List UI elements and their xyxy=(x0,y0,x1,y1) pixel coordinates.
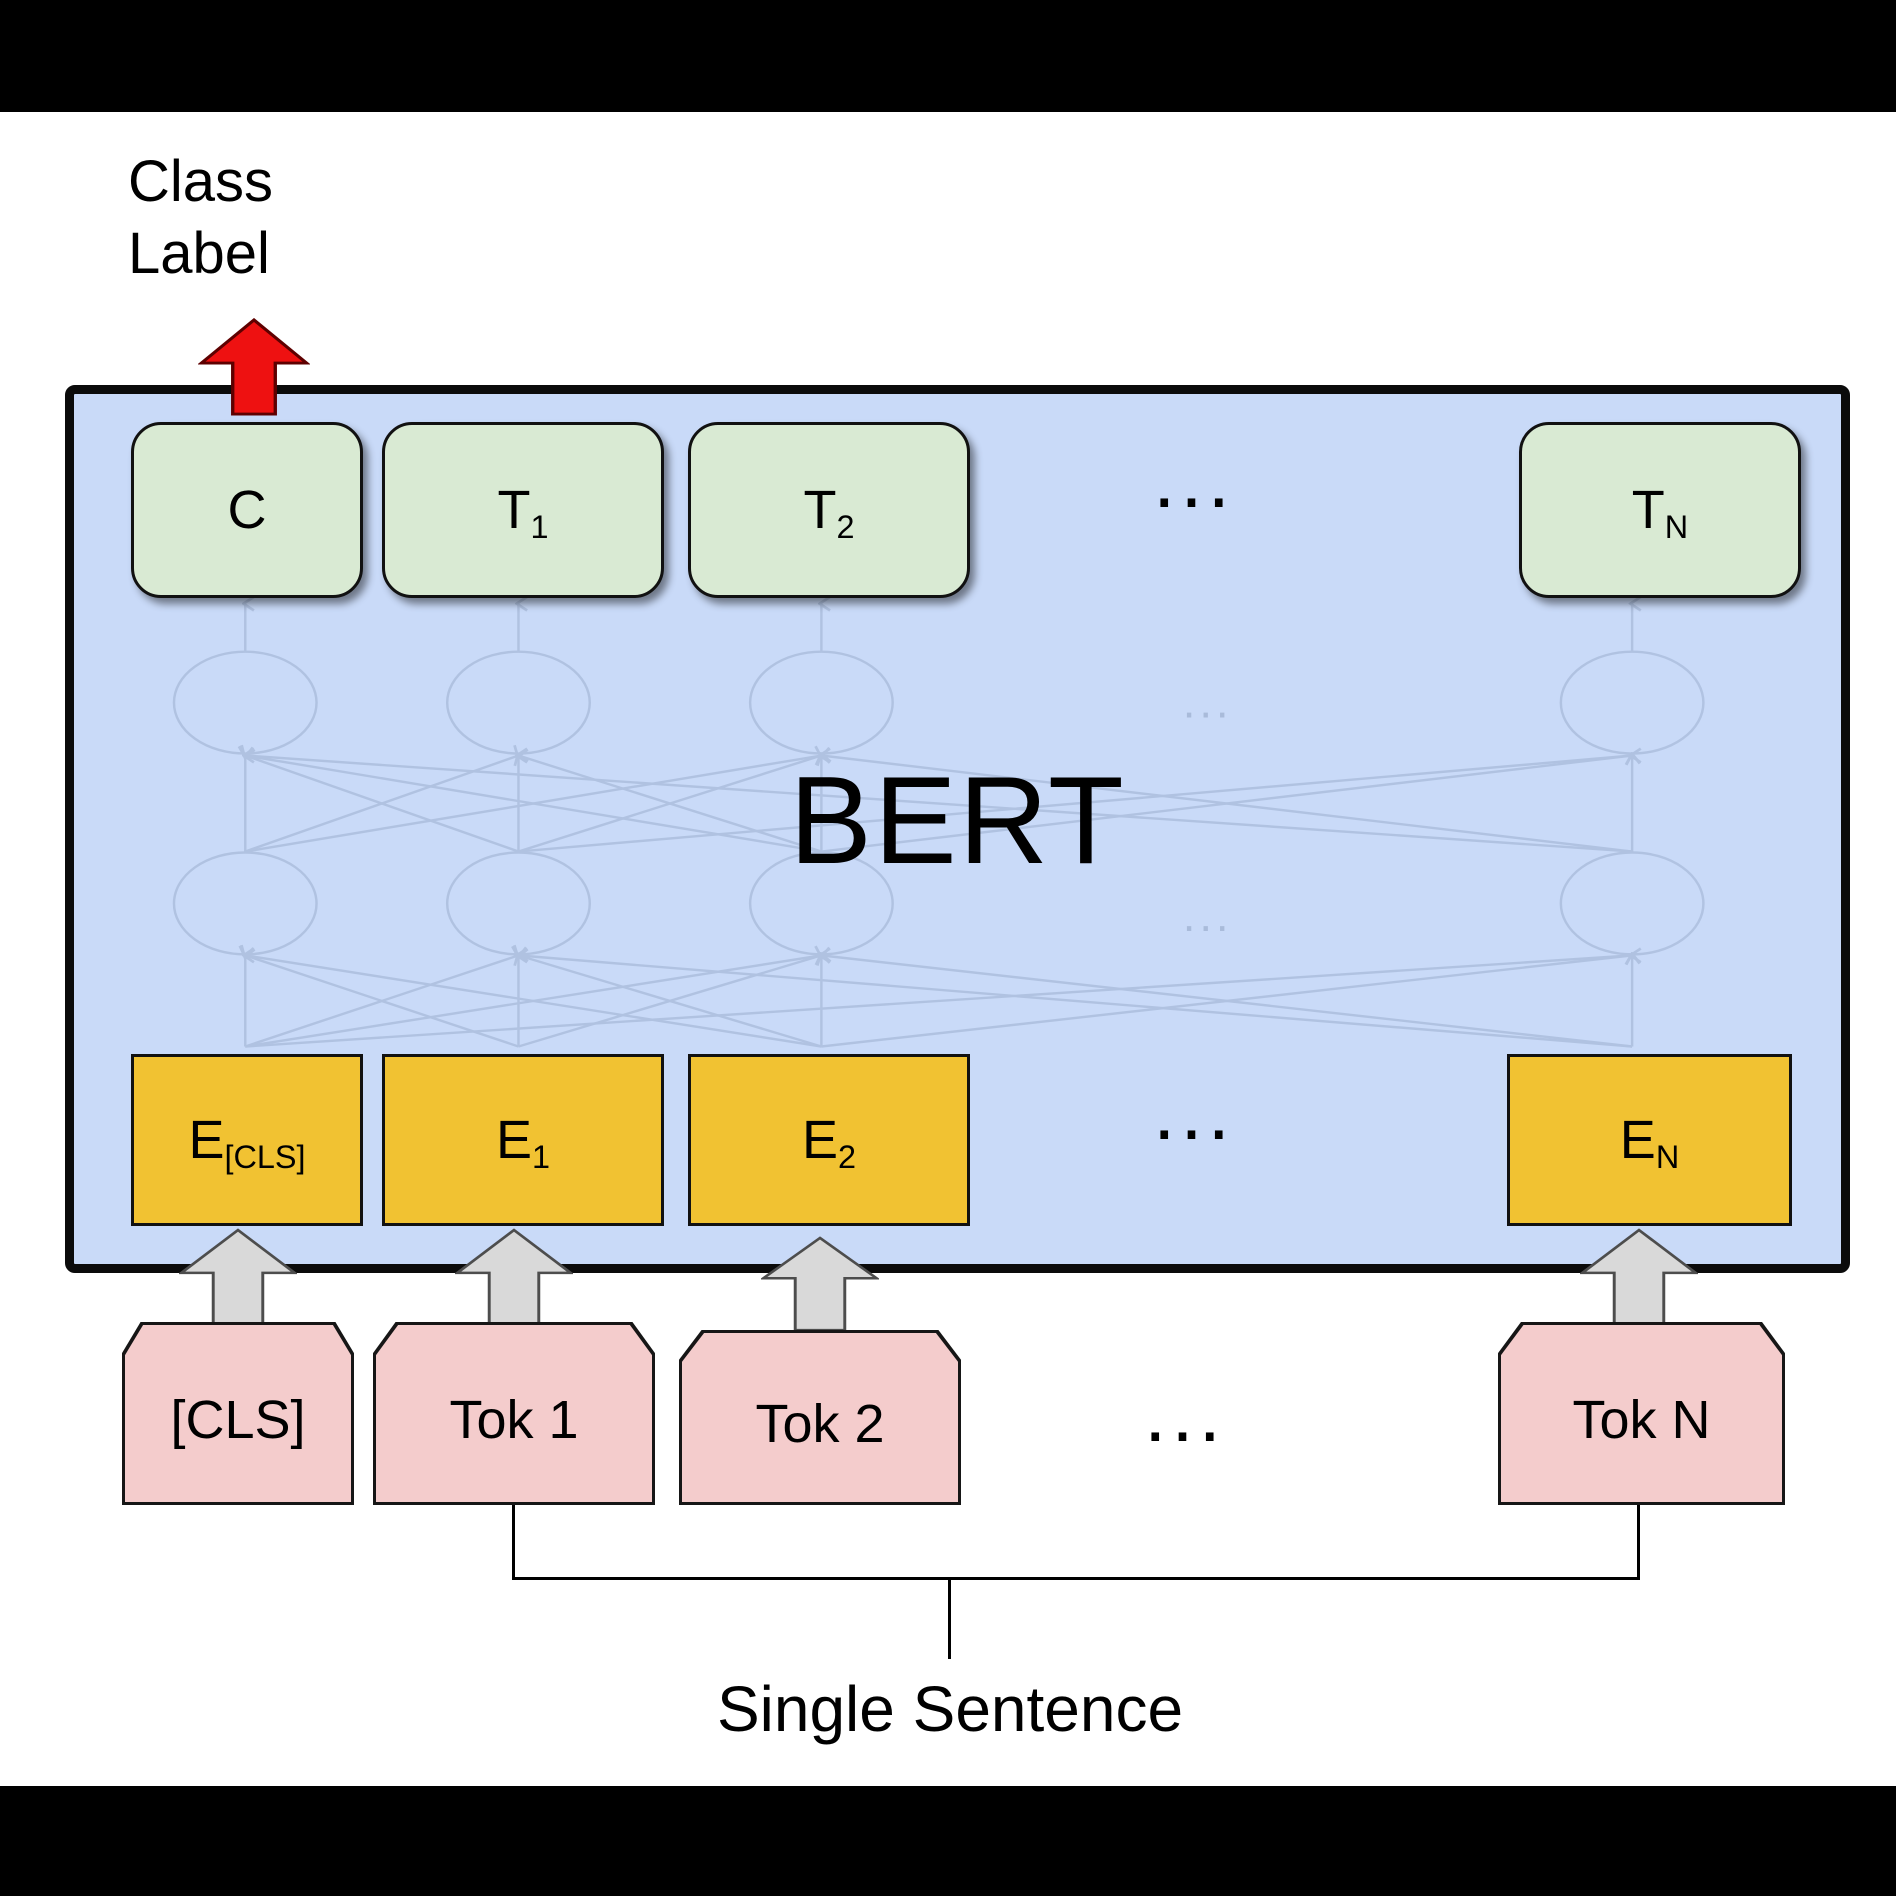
bracket-line-left xyxy=(512,1504,515,1580)
token-fill xyxy=(376,1325,652,1502)
output-box-c: C xyxy=(131,422,363,598)
token-box-tok2: Tok 2 xyxy=(679,1330,961,1505)
bracket-line-drop xyxy=(948,1577,951,1659)
output-main: T xyxy=(803,480,837,540)
output-row-ellipsis: ... xyxy=(1153,435,1235,524)
embedding-main: E xyxy=(495,1110,532,1170)
token-fill xyxy=(125,1325,351,1502)
embedding-label-en: EN xyxy=(1619,1109,1679,1175)
output-sub: 1 xyxy=(530,508,549,545)
bert-network-graphic: ... ... xyxy=(172,394,1705,1048)
embedding-sub: N xyxy=(1655,1138,1680,1175)
bert-model-box: ... ... BERT C T1 T2 ... TN E[CLS] E1 E2… xyxy=(65,385,1850,1273)
class-output-arrow-icon xyxy=(198,318,310,416)
embedding-label-cls: E[CLS] xyxy=(188,1109,305,1175)
sentence-caption: Single Sentence xyxy=(716,1673,1184,1745)
embedding-main: E xyxy=(1619,1110,1656,1170)
up-arrow-icon xyxy=(179,1228,297,1330)
input-arrow-tok2 xyxy=(761,1236,879,1332)
output-sub: 2 xyxy=(836,508,855,545)
output-box-tn: TN xyxy=(1519,422,1801,598)
class-label-text: Class Label xyxy=(128,146,273,290)
bracket-line-horizontal xyxy=(512,1577,1640,1580)
embedding-sub: 1 xyxy=(532,1138,551,1175)
output-label-c: C xyxy=(228,479,267,541)
embedding-sub: [CLS] xyxy=(224,1138,306,1175)
letterbox-bottom xyxy=(0,1786,1896,1896)
token-label: [CLS] xyxy=(170,1389,306,1450)
embedding-box-cls: E[CLS] xyxy=(131,1054,363,1226)
class-label-line1: Class xyxy=(128,149,274,214)
output-box-t1: T1 xyxy=(382,422,664,598)
output-label-t1: T1 xyxy=(497,479,548,545)
token-box-tok1: Tok 1 xyxy=(373,1322,655,1505)
output-box-t2: T2 xyxy=(688,422,970,598)
up-arrow-icon xyxy=(198,318,310,416)
bert-model-name: BERT xyxy=(789,752,1126,890)
output-main: T xyxy=(1631,480,1665,540)
output-label-t2: T2 xyxy=(803,479,854,545)
input-arrow-tok1 xyxy=(455,1228,573,1330)
network-ellipsis-top: ... xyxy=(1183,677,1233,728)
token-label: Tok 2 xyxy=(755,1393,885,1454)
token-fill xyxy=(1501,1325,1782,1502)
embedding-main: E xyxy=(801,1110,838,1170)
input-arrow-cls xyxy=(179,1228,297,1330)
token-box-tokn: Tok N xyxy=(1498,1322,1785,1505)
network-ellipsis-bottom: ... xyxy=(1183,890,1233,941)
embedding-box-e1: E1 xyxy=(382,1054,664,1226)
input-arrow-tokn xyxy=(1580,1228,1698,1330)
class-label-line2: Label xyxy=(128,220,270,286)
token-box-cls: [CLS] xyxy=(122,1322,354,1505)
letterbox-top xyxy=(0,0,1896,112)
embedding-row-ellipsis: ... xyxy=(1153,1067,1235,1156)
token-label: Tok 1 xyxy=(449,1389,579,1450)
embedding-label-e2: E2 xyxy=(801,1109,856,1175)
embedding-label-e1: E1 xyxy=(495,1109,550,1175)
embedding-box-e2: E2 xyxy=(688,1054,970,1226)
up-arrow-icon xyxy=(1580,1228,1698,1330)
token-row-ellipsis: ... xyxy=(1144,1369,1226,1458)
output-main: C xyxy=(227,480,267,540)
embedding-main: E xyxy=(188,1110,225,1170)
embedding-sub: 2 xyxy=(838,1138,857,1175)
bracket-line-right xyxy=(1637,1504,1640,1580)
up-arrow-icon xyxy=(455,1228,573,1330)
output-sub: N xyxy=(1664,508,1689,545)
output-main: T xyxy=(497,480,531,540)
token-fill xyxy=(682,1333,958,1502)
up-arrow-icon xyxy=(761,1236,879,1332)
embedding-box-en: EN xyxy=(1507,1054,1792,1226)
output-label-tn: TN xyxy=(1631,479,1688,545)
token-label: Tok N xyxy=(1572,1389,1711,1450)
